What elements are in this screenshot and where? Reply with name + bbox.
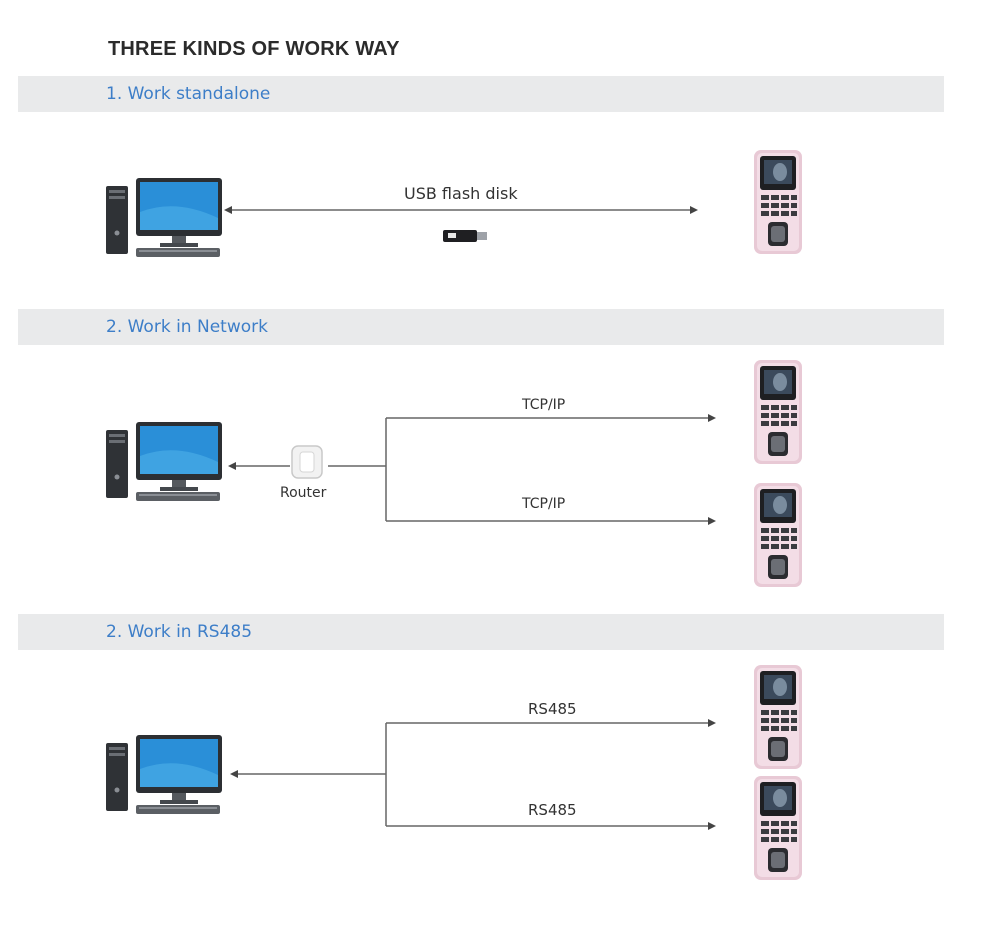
section-heading-standalone: 1. Work standalone: [106, 84, 271, 104]
arrow-right-icon: [708, 414, 716, 422]
rs485-label-1: RS485: [528, 700, 577, 718]
page-title: THREE KINDS OF WORK WAY: [108, 38, 400, 60]
usb-flash-disk-icon: [443, 230, 487, 242]
arrow-left-icon: [228, 462, 236, 470]
arrow-right-icon: [690, 206, 698, 214]
arrow-right-icon: [708, 822, 716, 830]
tcpip-label-1: TCP/IP: [522, 397, 566, 413]
router-label: Router: [280, 485, 327, 501]
rs485-label-2: RS485: [528, 801, 577, 819]
attendance-terminal-icon: [754, 665, 802, 769]
attendance-terminal-icon: [754, 776, 802, 880]
section-heading-network: 2. Work in Network: [106, 317, 268, 337]
arrow-right-icon: [708, 719, 716, 727]
attendance-terminal-icon: [754, 360, 802, 464]
attendance-terminal-icon: [754, 150, 802, 254]
section-heading-rs485: 2. Work in RS485: [106, 622, 253, 642]
arrow-left-icon: [224, 206, 232, 214]
computer-icon: [106, 422, 222, 501]
tcpip-label-2: TCP/IP: [522, 496, 566, 512]
router-icon: [291, 445, 323, 479]
arrow-right-icon: [708, 517, 716, 525]
section-band-standalone: 1. Work standalone: [18, 76, 944, 112]
attendance-terminal-icon: [754, 483, 802, 587]
computer-icon: [106, 178, 222, 257]
usb-link-label: USB flash disk: [404, 184, 518, 203]
computer-icon: [106, 735, 222, 814]
section-band-network: 2. Work in Network: [18, 309, 944, 345]
section-band-rs485: 2. Work in RS485: [18, 614, 944, 650]
arrow-left-icon: [230, 770, 238, 778]
